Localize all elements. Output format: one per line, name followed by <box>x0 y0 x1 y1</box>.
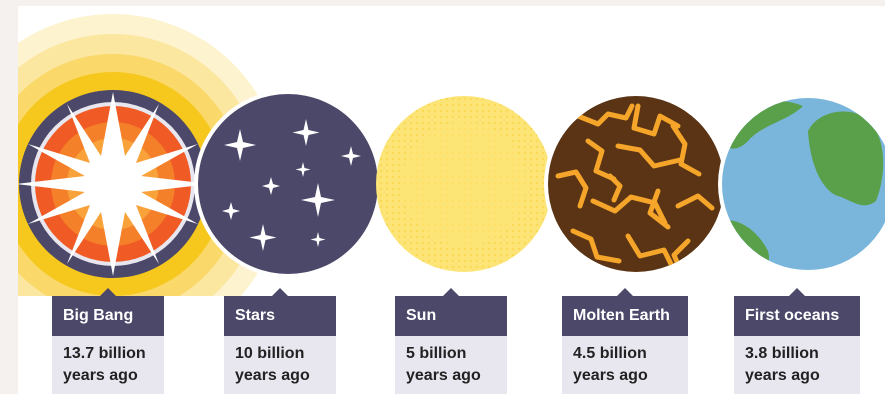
date-line-1: 10 billion <box>235 345 305 362</box>
stage-label-big-bang: Big Bang <box>52 288 164 336</box>
date-line-2: years ago <box>573 367 648 384</box>
stage-name: Sun <box>406 307 437 324</box>
ocean-planet-icon <box>718 94 885 274</box>
stage-date-molten-earth: 4.5 billion years ago <box>562 336 688 394</box>
date-line-1: 4.5 billion <box>573 345 647 362</box>
timeline-diagram: Big Bang 13.7 billion years ago Stars 10… <box>18 6 885 394</box>
stage-name: Big Bang <box>63 307 134 324</box>
pointer-arrow <box>100 288 116 296</box>
timeline-illustration <box>18 14 885 296</box>
date-line-2: years ago <box>745 367 820 384</box>
stage-date-first-oceans: 3.8 billion years ago <box>734 336 860 394</box>
pointer-arrow <box>617 288 633 296</box>
molten-planet-icon <box>544 92 728 276</box>
date-line-2: years ago <box>63 367 138 384</box>
stage-name: Molten Earth <box>573 307 670 324</box>
stage-label-sun: Sun <box>395 288 507 336</box>
stage-label-molten-earth: Molten Earth <box>562 288 688 336</box>
date-line-1: 5 billion <box>406 345 467 362</box>
sun-icon <box>376 96 552 272</box>
pointer-arrow <box>789 288 805 296</box>
stage-label-stars: Stars <box>224 288 336 336</box>
date-line-1: 13.7 billion <box>63 345 146 362</box>
stage-date-sun: 5 billion years ago <box>395 336 507 394</box>
stage-name: Stars <box>235 307 276 324</box>
stars-icon <box>194 90 382 278</box>
pointer-arrow <box>272 288 288 296</box>
explosion-icon <box>18 14 283 296</box>
date-line-1: 3.8 billion <box>745 345 819 362</box>
pointer-arrow <box>443 288 459 296</box>
date-line-2: years ago <box>406 367 481 384</box>
date-line-2: years ago <box>235 367 310 384</box>
stage-name: First oceans <box>745 307 840 324</box>
stage-label-first-oceans: First oceans <box>734 288 860 336</box>
stage-date-stars: 10 billion years ago <box>224 336 336 394</box>
stage-date-big-bang: 13.7 billion years ago <box>52 336 164 394</box>
